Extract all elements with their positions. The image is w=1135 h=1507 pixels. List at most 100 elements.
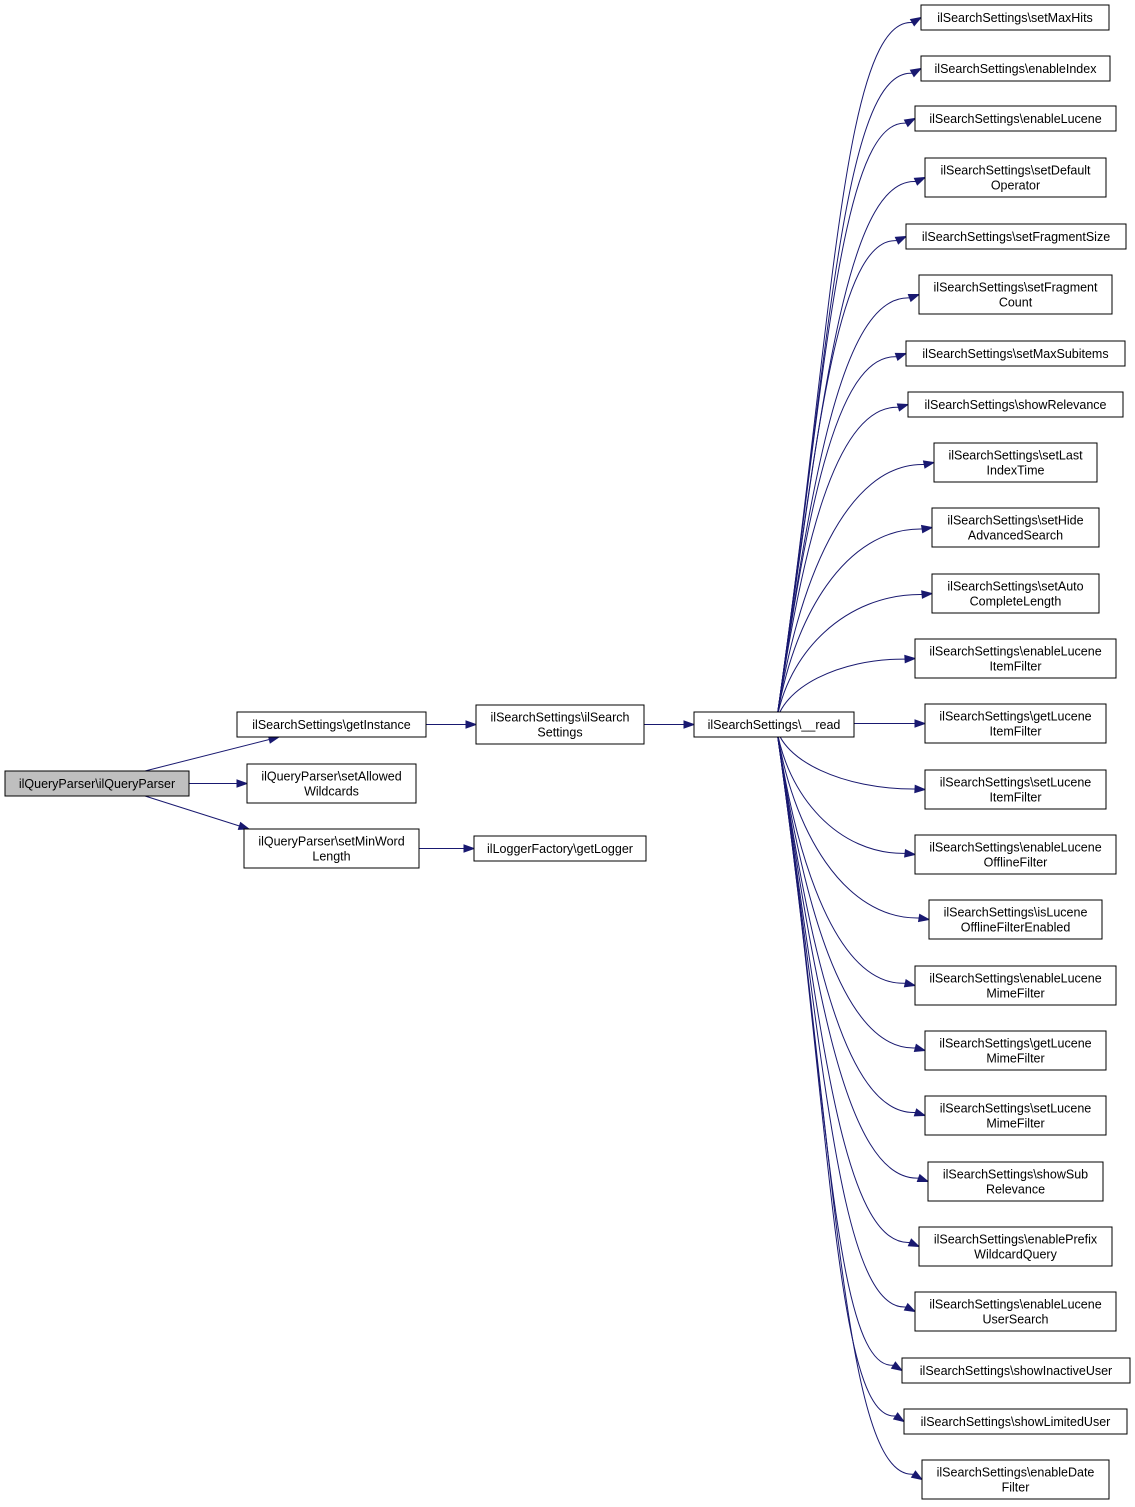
node-box	[931, 507, 1100, 548]
node-ilsearchsettings-enablelucene[interactable]: ilSearchSettings\enableLucene	[914, 105, 1117, 132]
node-ilsearchsettings-enableluceneofflinefilter[interactable]: ilSearchSettings\enableLuceneOfflineFilt…	[914, 834, 1117, 875]
edge-line	[775, 724, 920, 919]
node-box	[924, 703, 1107, 744]
node-ilqueryparser-ilqueryparser[interactable]: ilQueryParser\ilQueryParser	[4, 770, 190, 797]
arrowhead	[922, 460, 936, 469]
node-label: ItemFilter	[989, 791, 1041, 805]
edge-line	[775, 528, 923, 725]
edge-root-to-setAllowedWildcards	[189, 779, 249, 788]
node-label: AdvancedSearch	[968, 529, 1063, 543]
node-box	[924, 157, 1107, 198]
node-box	[928, 899, 1103, 940]
edge-line	[775, 724, 916, 1049]
node-ilsearchsettings-showrelevance[interactable]: ilSearchSettings\showRelevance	[907, 391, 1124, 418]
node-box	[475, 704, 645, 745]
node-label: ilSearchSettings\setFragmentSize	[922, 230, 1110, 244]
edge-read-to-t3	[775, 176, 927, 725]
node-label: ilSearchSettings\enableLucene	[929, 1298, 1101, 1312]
node-ilsearchsettings-ilsearchsettings[interactable]: ilSearchSettings\ilSearchSettings	[475, 704, 645, 745]
node-box	[901, 1357, 1131, 1384]
node-label: ilSearchSettings\getInstance	[252, 718, 410, 732]
arrowhead	[236, 779, 249, 788]
arrowhead	[910, 1470, 924, 1481]
node-box	[931, 573, 1100, 614]
node-box	[246, 763, 417, 804]
node-label: MimeFilter	[986, 1117, 1044, 1131]
edge-line	[775, 724, 894, 1366]
node-box	[920, 4, 1110, 31]
arrowhead	[237, 821, 251, 830]
node-ilsearchsettings-showlimiteduser[interactable]: ilSearchSettings\showLimitedUser	[903, 1408, 1128, 1435]
edge-read-to-t9	[775, 524, 934, 725]
node-box	[914, 1291, 1117, 1332]
edge-read-to-t18	[775, 724, 927, 1117]
node-illoggerfactory-getlogger[interactable]: ilLoggerFactory\getLogger	[473, 835, 647, 862]
node-label: Filter	[1002, 1481, 1030, 1495]
arrowhead	[894, 352, 908, 362]
node-label: ilSearchSettings\ilSearch	[491, 711, 630, 725]
node-label: ilSearchSettings\setAuto	[947, 580, 1083, 594]
node-label: ilSearchSettings\showSub	[943, 1168, 1088, 1182]
node-ilsearchsettings-read[interactable]: ilSearchSettings\__read	[693, 711, 855, 738]
arrowhead	[921, 590, 934, 599]
node-box	[914, 834, 1117, 875]
edge-line	[144, 795, 240, 827]
arrowhead	[913, 1043, 927, 1052]
node-box	[903, 1408, 1128, 1435]
node-box	[918, 1226, 1113, 1267]
node-ilsearchsettings-setmaxhits[interactable]: ilSearchSettings\setMaxHits	[920, 4, 1110, 31]
edge-line	[775, 724, 910, 1243]
edge-read-to-t21	[775, 724, 917, 1313]
edge-line	[775, 594, 923, 725]
arrowhead	[904, 849, 917, 858]
edge-read-to-t17	[775, 724, 927, 1052]
node-label: Settings	[537, 726, 582, 740]
edge-line	[144, 738, 270, 772]
node-box	[243, 828, 420, 869]
edge-read-to-t19	[775, 724, 930, 1183]
node-ilsearchsettings-getinstance[interactable]: ilSearchSettings\getInstance	[236, 711, 427, 738]
node-label: ilSearchSettings\enableDate	[937, 1466, 1095, 1480]
node-box	[907, 391, 1124, 418]
node-box	[473, 835, 647, 862]
node-label: ilSearchSettings\setLast	[948, 449, 1083, 463]
node-label: ilSearchSettings\showRelevance	[924, 398, 1106, 412]
node-ilsearchsettings-showinactiveuser[interactable]: ilSearchSettings\showInactiveUser	[901, 1357, 1131, 1384]
node-ilsearchsettings-enableprefixwildcardquery[interactable]: ilSearchSettings\enablePrefixWildcardQue…	[918, 1226, 1113, 1267]
node-ilsearchsettings-isluceneofflinefilterenabled[interactable]: ilSearchSettings\isLuceneOfflineFilterEn…	[928, 899, 1103, 940]
node-ilsearchsettings-enableindex[interactable]: ilSearchSettings\enableIndex	[920, 55, 1111, 82]
node-label: ilSearchSettings\enableLucene	[929, 112, 1101, 126]
arrowhead	[904, 654, 917, 664]
edge-read-to-t7	[775, 403, 910, 725]
arrowhead	[907, 1238, 921, 1248]
edge-line	[775, 724, 919, 1179]
edge-read-to-t24	[775, 724, 924, 1481]
node-label: ilSearchSettings\enableIndex	[935, 62, 1098, 76]
node-label: ilSearchSettings\getLucene	[939, 710, 1091, 724]
arrowhead	[683, 720, 696, 729]
node-label: OfflineFilter	[984, 856, 1048, 870]
node-ilsearchsettings-setmaxsubitems[interactable]: ilSearchSettings\setMaxSubitems	[905, 340, 1126, 367]
arrowhead	[463, 844, 476, 853]
node-label: WildcardQuery	[974, 1248, 1057, 1262]
node-label: Wildcards	[304, 785, 359, 799]
edge-line	[775, 406, 899, 725]
node-ilsearchsettings-setfragmentsize[interactable]: ilSearchSettings\setFragmentSize	[905, 223, 1127, 250]
